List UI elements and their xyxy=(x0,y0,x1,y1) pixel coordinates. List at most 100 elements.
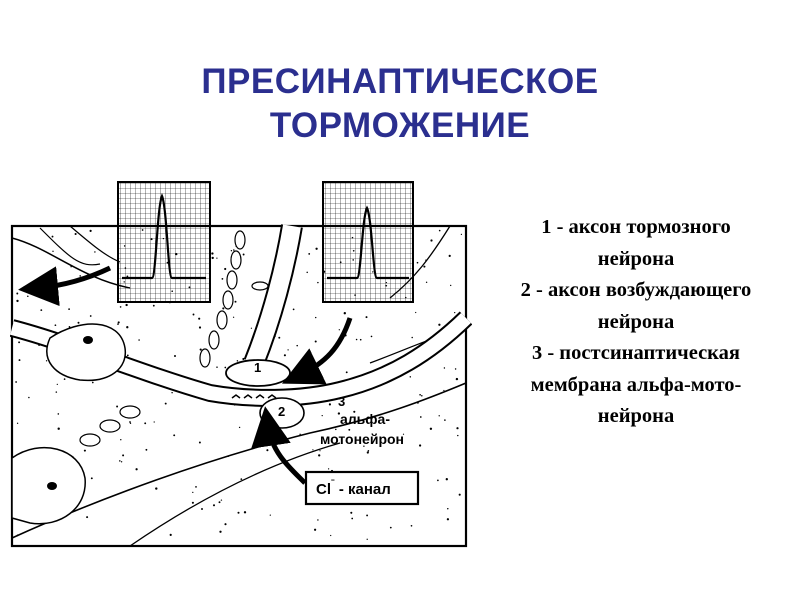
stipple-dot xyxy=(458,493,461,496)
stipple-dot xyxy=(445,478,448,481)
stipple-dot xyxy=(222,307,225,310)
stipple-dot xyxy=(370,335,373,338)
stipple-dot xyxy=(238,426,241,429)
stipple-dot xyxy=(273,429,276,432)
stipple-dot xyxy=(456,427,459,430)
stipple-dot xyxy=(240,478,243,480)
stipple-dot xyxy=(389,526,392,529)
stipple-dot xyxy=(89,229,92,232)
stipple-dot xyxy=(129,421,131,423)
stipple-dot xyxy=(425,281,428,284)
stipple-dot xyxy=(135,468,138,471)
stipple-dot xyxy=(56,383,58,386)
stipple-dot xyxy=(89,315,92,317)
arrow-right-icon xyxy=(281,317,353,385)
stipple-dot xyxy=(330,534,332,537)
stipple-dot xyxy=(454,368,457,370)
stipple-dot xyxy=(51,235,54,238)
stipple-dot xyxy=(91,381,94,384)
stipple-dot xyxy=(367,450,370,452)
stipple-dot xyxy=(365,316,368,319)
stipple-dot xyxy=(318,454,321,457)
legend-line: мембрана альфа-мото- xyxy=(530,373,742,396)
stipple-dot xyxy=(116,405,119,408)
stipple-dot xyxy=(287,349,289,351)
stipple-dot xyxy=(90,477,93,480)
neuron-label-line-2: мотонейрон xyxy=(320,431,404,447)
neuron-diagram: 1 2 3 альфа- мотонейрон Clˉ - канал xyxy=(10,181,472,548)
stipple-dot xyxy=(353,410,356,413)
stipple-dot xyxy=(363,445,365,447)
stipple-dot xyxy=(198,441,201,444)
stipple-dot xyxy=(232,249,235,251)
stipple-dot xyxy=(242,253,245,256)
stipple-dot xyxy=(173,434,176,437)
legend-line: нейрона xyxy=(597,405,675,427)
stipple-dot xyxy=(117,321,120,324)
stipple-dot xyxy=(221,278,224,280)
stipple-dot xyxy=(242,357,245,361)
stipple-dot xyxy=(409,376,412,378)
stipple-dot xyxy=(55,391,58,393)
stipple-dot xyxy=(129,422,132,424)
legend-line: 2 - аксон возбуждающего xyxy=(520,279,752,301)
stipple-dot xyxy=(126,326,129,329)
oscilloscope-right xyxy=(322,181,414,303)
stipple-dot xyxy=(152,304,155,307)
stipple-dot xyxy=(198,326,202,329)
stipple-dot xyxy=(345,371,348,374)
legend: 1 - аксон тормозного нейрона 2 - аксон в… xyxy=(478,212,794,433)
oscilloscope-left xyxy=(117,181,211,303)
stipple-dot xyxy=(411,336,413,339)
stipple-dot xyxy=(317,519,319,521)
stipple-dot xyxy=(429,427,433,430)
stipple-dot xyxy=(57,427,60,430)
stipple-dot xyxy=(191,501,194,504)
title-line-2: ТОРМОЖЕНИЕ xyxy=(269,106,531,145)
stipple-dot xyxy=(419,393,421,396)
stipple-dot xyxy=(343,312,346,315)
stipple-dot xyxy=(366,514,369,517)
label-3: 3 xyxy=(338,394,345,409)
stipple-dot xyxy=(45,360,48,362)
stipple-dot xyxy=(211,256,214,260)
stipple-dot xyxy=(28,396,30,399)
stipple-dot xyxy=(18,341,21,344)
stipple-dot xyxy=(57,413,60,415)
stipple-dot xyxy=(262,432,265,435)
stipple-dot xyxy=(348,428,351,431)
stipple-dot xyxy=(236,360,239,362)
channel-label-box xyxy=(304,470,420,506)
stipple-dot xyxy=(321,414,323,417)
stipple-dot xyxy=(328,403,331,406)
stipple-dot xyxy=(402,433,405,435)
stipple-dot xyxy=(219,530,222,533)
stipple-dot xyxy=(77,321,80,324)
stipple-dot xyxy=(220,499,223,501)
stipple-dot xyxy=(418,444,422,447)
stipple-dot xyxy=(351,517,354,520)
stipple-dot xyxy=(144,422,147,425)
stipple-dot xyxy=(355,338,358,341)
stipple-dot xyxy=(421,394,423,397)
stipple-dot xyxy=(243,511,247,514)
stipple-dot xyxy=(315,316,317,319)
stipple-dot xyxy=(122,454,125,457)
stipple-dot xyxy=(199,348,202,351)
stipple-dot xyxy=(218,501,221,504)
synaptic-cleft-marks xyxy=(231,394,277,399)
stipple-dot xyxy=(54,324,57,327)
stipple-dot xyxy=(174,355,176,357)
stipple-dot xyxy=(314,340,317,343)
stipple-dot xyxy=(192,491,194,494)
presynaptic-inhibition-illustration: 1 2 3 альфа- мотонейрон Clˉ - канал xyxy=(10,168,472,558)
stipple-dot xyxy=(230,250,233,252)
slide-title: ПРЕСИНАПТИЧЕСКОЕ ТОРМОЖЕНИЕ xyxy=(0,60,800,148)
stipple-dot xyxy=(416,261,419,264)
stipple-dot xyxy=(40,309,43,311)
stipple-dot xyxy=(350,511,353,514)
stipple-dot xyxy=(283,354,286,357)
stipple-dot xyxy=(296,344,298,347)
legend-item-excitatory-axon: 2 - аксон возбуждающего нейрона xyxy=(478,275,794,338)
stipple-dot xyxy=(430,239,433,242)
